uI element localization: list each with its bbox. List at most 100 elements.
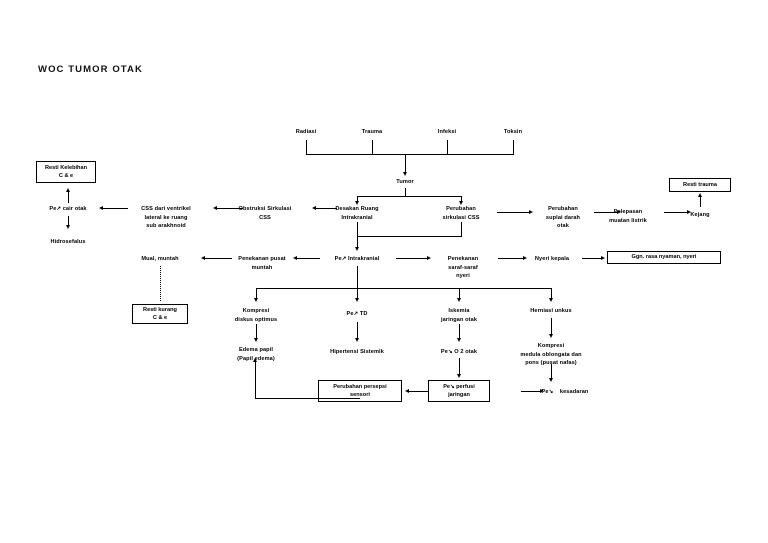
connector-pelepasan-to-kejang <box>664 212 688 213</box>
connector-bus-to-iskemia <box>459 288 460 300</box>
arrowhead-to-resti-kelebihan <box>65 188 70 192</box>
node-pe-o2-otak: Pe↘ O 2 otak <box>441 348 477 357</box>
node-pe-o2-tail: O 2 otak <box>454 349 478 355</box>
node-obstruksi-line2: CSS <box>259 214 271 221</box>
node-perubahan-suplai-line2: suplai darah <box>545 214 581 221</box>
node-tumor: Tumor <box>396 179 414 185</box>
node-penekanan-saraf-line3: nyeri <box>456 273 470 280</box>
connector-sirkulasi-to-suplai <box>497 212 530 213</box>
arrowhead-to-hipertensi <box>354 338 359 342</box>
box-persepsi-line2: sensori <box>350 392 370 398</box>
node-hidrosefalus: Hidrosefalus <box>50 239 86 245</box>
node-perubahan-suplai-darah-otak: Perubahan suplai darah otak <box>546 205 580 231</box>
box-perubahan-persepsi-sensori[interactable]: Perubahan persepsi sensori <box>318 380 402 402</box>
connector-bus-to-pe-td <box>357 288 358 300</box>
node-pe-cairan-otak-head: Pe <box>49 206 57 212</box>
connector-merge-bus-intrakranial <box>357 236 462 237</box>
arrowhead-to-penekanan-pusat <box>293 255 297 260</box>
connector-sirkulasi-down <box>461 222 462 236</box>
node-penekanan-pusat-line1: Penekanan pusat <box>238 256 286 262</box>
connector-tumor-split-bus <box>357 196 462 197</box>
box-resti-kelebihan-cairan-elektrolit[interactable]: Resti Kelebihan C & e <box>36 161 96 183</box>
box-resti-kelebihan-line1: Resti Kelebihan <box>45 164 87 171</box>
arrow-up-glyph-cairan: ↗ <box>56 206 62 212</box>
node-penekanan-pusat-muntah: Penekanan pusat muntah <box>238 255 286 272</box>
connector-desakan-down <box>357 222 358 236</box>
connector-merge-to-intrakranial <box>357 236 358 249</box>
connector-petd-to-hipertensi <box>357 322 358 340</box>
node-hipertensi-sistemik: Hipertensi Sistemik <box>330 349 384 355</box>
arrow-down-glyph-kesadaran: ↘ <box>548 389 554 395</box>
node-desakan-line1: Desakan Ruang <box>335 206 379 212</box>
connector-trauma-stem <box>372 140 373 155</box>
node-penekanan-saraf-nyeri: Penekanan saraf-saraf nyeri <box>448 255 478 281</box>
connector-infeksi-stem <box>447 140 448 155</box>
connector-css-to-pecair <box>102 208 128 209</box>
connector-suplai-to-pelepasan <box>594 212 618 213</box>
arrowhead-to-edema-papil <box>253 338 258 342</box>
connector-bus-to-kompresi-diskus <box>256 288 257 300</box>
connector-obstruksi-to-css <box>216 208 243 209</box>
connector-causes-to-tumor <box>405 154 406 174</box>
arrowhead-to-iskemia <box>456 298 461 302</box>
box-perfusi-tail1: perfusi <box>456 383 475 390</box>
node-perubahan-sirkulasi-line1: Perubahan <box>446 206 476 212</box>
box-perfusi-head: Pe <box>443 383 451 390</box>
node-pe-intrakranial-tail: Intrakranial <box>347 256 380 262</box>
box-perfusi-line2: jaringan <box>448 392 470 398</box>
node-pe-cairan-otak-tail: cair otak <box>62 206 87 212</box>
page-title: WOC TUMOR OTAK <box>38 64 143 75</box>
node-perubahan-sirkulasi-css: Perubahan sirkulasi CSS <box>442 205 479 222</box>
node-kompresi-medula-oblongata: Kompresi medula oblongata dan pons (pusa… <box>520 342 581 368</box>
arrowhead-to-pe-td <box>354 298 359 302</box>
connector-toksin-stem <box>513 140 514 155</box>
node-iskemia-jaringan-otak: Iskemia jaringan otak <box>441 307 477 324</box>
arrowhead-to-kesadaran <box>540 388 544 393</box>
arrowhead-to-pe-o2 <box>456 338 461 342</box>
connector-tumor-to-desakan <box>357 196 358 203</box>
box-resti-kurang-cairan-elektrolit[interactable]: Resti kurang C & e <box>132 304 188 324</box>
box-resti-trauma-label: Resti trauma <box>683 181 717 188</box>
node-pelepasan-muatan-listrik: Pelepasan muatan listrik <box>609 208 647 225</box>
connector-perfusi-to-persepsi <box>409 391 428 392</box>
connector-tumor-stem <box>405 188 406 197</box>
box-persepsi-line1: Perubahan persepsi <box>333 383 387 390</box>
node-css-ventrikel-line2: lateral ke ruang <box>144 214 188 221</box>
node-nyeri-kepala: Nyeri kepala <box>534 256 570 262</box>
node-pe-kesadaran: Pe↘ kesadaran <box>542 388 589 397</box>
node-css-ventrikel-line1: CSS dari ventrikel <box>141 206 191 212</box>
arrowhead-to-pecair <box>99 205 103 210</box>
node-penekanan-saraf-line1: Penekanan <box>447 256 479 262</box>
node-pe-cairan-otak: Pe↗ cair otak <box>49 205 86 214</box>
box-perfusi-line1: Pe↘ perfusi <box>443 383 475 391</box>
node-pe-intrakranial-head: Pe <box>334 256 342 262</box>
box-gangguan-rasa-nyaman-nyeri[interactable]: Ggn. rasa nyaman, nyeri <box>607 251 721 264</box>
node-kompresi-diskus-optimus: Kompresi diskus optimus <box>235 307 277 324</box>
node-pe-kesadaran-head: Pe <box>541 389 549 395</box>
arrowhead-to-kompresi-diskus <box>253 298 258 302</box>
arrowhead-to-mual-muntah <box>201 255 205 260</box>
connector-tumor-to-perubahan-sirkulasi <box>461 196 462 203</box>
node-kompresi-diskus-line1: Kompresi <box>242 308 270 314</box>
node-pe-td-tail: TD <box>359 311 368 317</box>
box-resti-kurang-line1: Resti kurang <box>143 306 177 313</box>
arrowhead-to-resti-trauma <box>697 193 702 197</box>
arrow-down-glyph-o2: ↘ <box>447 349 453 355</box>
box-resti-trauma[interactable]: Resti trauma <box>669 178 731 192</box>
connector-kejang-to-resti-trauma <box>700 196 701 207</box>
connector-pecair-to-hidrosefalus <box>68 216 69 227</box>
connector-herniasi-to-kompresi-medula <box>551 318 552 336</box>
arrowhead-to-tumor <box>402 172 407 176</box>
box-ggn-rasa-nyaman-label: Ggn. rasa nyaman, nyeri <box>631 254 697 261</box>
node-kompresi-medula-line2: medula oblongata dan <box>520 351 582 358</box>
node-perubahan-suplai-line3: otak <box>557 223 569 230</box>
arrowhead-to-suplai-darah <box>529 209 533 214</box>
arrowhead-to-kejang <box>687 209 691 214</box>
connector-saraf-to-nyeri-kepala <box>498 258 524 259</box>
node-kompresi-diskus-line2: diskus optimus <box>234 316 278 323</box>
node-penekanan-saraf-line2: saraf-saraf <box>448 264 478 271</box>
box-pe-perfusi-jaringan[interactable]: Pe↘ perfusi jaringan <box>428 380 490 402</box>
connector-causes-bus <box>306 154 514 155</box>
node-pe-td-head: Pe <box>346 311 354 317</box>
arrowhead-to-obstruksi <box>312 205 316 210</box>
